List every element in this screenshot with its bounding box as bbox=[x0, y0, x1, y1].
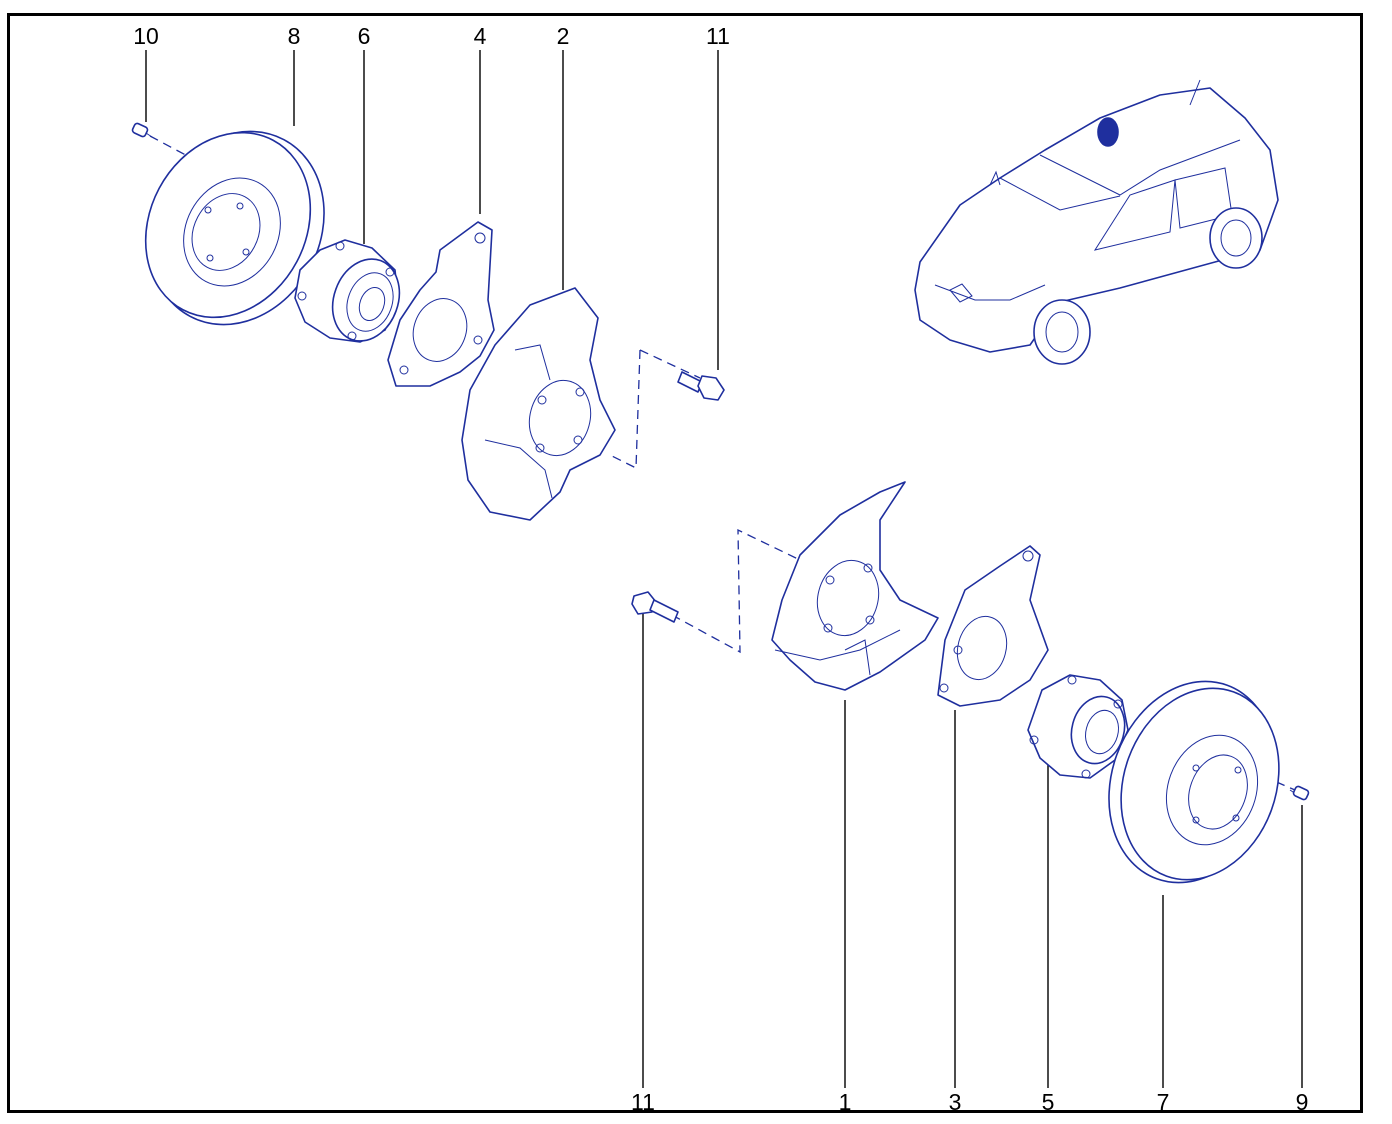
mounting-plate-3-icon bbox=[937, 545, 1049, 707]
callout-7: 7 bbox=[1156, 1089, 1170, 1115]
callout-8: 8 bbox=[287, 23, 301, 49]
brake-shield-2-icon bbox=[461, 287, 616, 521]
brake-shield-1-icon bbox=[771, 481, 939, 691]
wheel-hub-6-icon bbox=[294, 239, 401, 343]
callout-4: 4 bbox=[473, 23, 487, 49]
leader-lines bbox=[145, 50, 1303, 1088]
callout-11-top: 11 bbox=[706, 23, 730, 49]
bolt-11-top-icon bbox=[677, 371, 725, 401]
callout-3: 3 bbox=[948, 1089, 962, 1115]
screw-9-icon bbox=[1289, 785, 1310, 801]
brake-disc-8-icon bbox=[144, 130, 325, 326]
screw-10-icon bbox=[131, 122, 153, 138]
brake-disc-7-icon bbox=[1108, 680, 1280, 884]
mounting-plate-4-icon bbox=[387, 221, 495, 387]
bolt-11-bottom-icon bbox=[631, 591, 679, 623]
callout-11-bottom: 11 bbox=[631, 1089, 655, 1115]
callout-2: 2 bbox=[556, 23, 570, 49]
vehicle-illustration-icon bbox=[914, 79, 1279, 365]
callout-10: 10 bbox=[133, 23, 159, 49]
callout-5: 5 bbox=[1041, 1089, 1055, 1115]
wheel-hub-5-icon bbox=[1027, 674, 1129, 779]
callout-1: 1 bbox=[838, 1089, 852, 1115]
callout-9: 9 bbox=[1295, 1089, 1309, 1115]
callout-6: 6 bbox=[357, 23, 371, 49]
